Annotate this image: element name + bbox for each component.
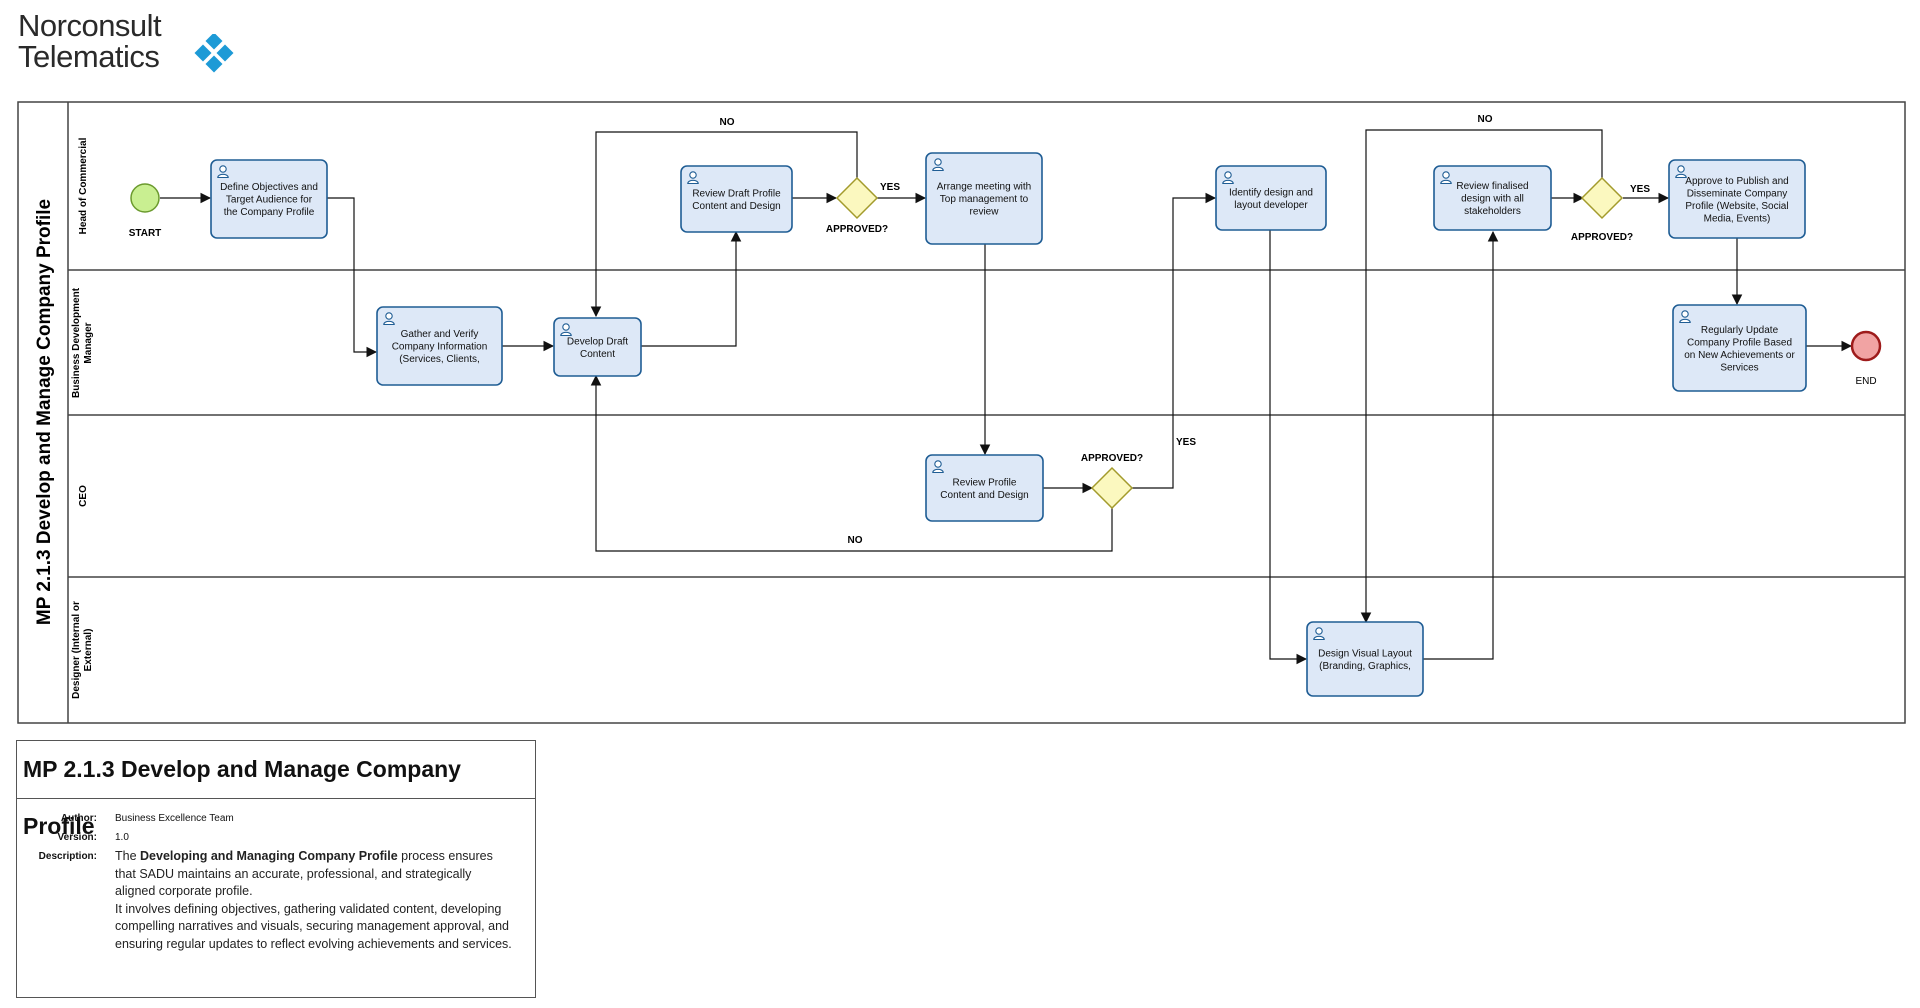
- info-title: MP 2.1.3 Develop and Manage Company Prof…: [17, 741, 535, 839]
- task-label-line: Content: [580, 349, 615, 360]
- logo-diamond-icon: [194, 34, 234, 73]
- task-label-line: Disseminate Company: [1687, 188, 1788, 199]
- version-value: 1.0: [115, 832, 129, 843]
- task-label-line: Top management to: [940, 194, 1029, 205]
- task-label-line: Develop Draft: [567, 336, 628, 347]
- gateway-label: APPROVED?: [1081, 453, 1143, 464]
- author-value: Business Excellence Team: [115, 813, 234, 824]
- description-text: The Developing and Managing Company Prof…: [115, 849, 512, 951]
- task-label-line: Gather and Verify: [401, 329, 479, 340]
- flow-label-yes: YES: [1176, 437, 1196, 448]
- sequence-flows: [160, 129, 1853, 665]
- company-logo: Norconsult Telematics: [18, 10, 238, 76]
- task-t8: Design Visual Layout (Branding, Graphics,: [1306, 621, 1424, 697]
- flow-label-no: NO: [720, 117, 735, 128]
- flow-label-no: NO: [1478, 114, 1493, 125]
- lane-label-business-development-manager: Business DevelopmentManager: [71, 287, 94, 398]
- gateway-approved-3: APPROVED?: [1571, 176, 1633, 243]
- task-label-line: Target Audience for: [226, 195, 313, 206]
- task-label-line: the Company Profile: [224, 207, 315, 218]
- task-label-line: Arrange meeting with: [937, 182, 1032, 193]
- lane-label-designer: Designer (Internal orExternal): [71, 601, 94, 699]
- task-label-line: design with all: [1461, 194, 1524, 205]
- task-label-line: Approve to Publish and: [1685, 176, 1788, 187]
- gateway-approved-2: APPROVED?: [1081, 453, 1143, 510]
- task-label-line: Design Visual Layout: [1318, 648, 1412, 659]
- task-label-line: Regularly Update: [1701, 325, 1779, 336]
- task-t7: Identify design and layout developer: [1215, 165, 1327, 231]
- task-label-line: Define Objectives and: [220, 182, 318, 193]
- gateway-label: APPROVED?: [826, 224, 888, 235]
- task-label-line: Review finalised: [1456, 181, 1528, 192]
- author-label: Author:: [60, 813, 97, 824]
- logo-line-1: Norconsult: [18, 8, 162, 43]
- task-label-line: stakeholders: [1464, 206, 1521, 217]
- task-label-line: Review Draft Profile: [692, 188, 781, 199]
- task-label-line: Services: [1720, 362, 1758, 373]
- lane-label-ceo: CEO: [78, 485, 89, 507]
- task-label-line: (Branding, Graphics,: [1319, 661, 1411, 672]
- task-label-line: review: [970, 207, 1000, 218]
- task-label-line: (Services, Clients,: [399, 354, 480, 365]
- flow-label-no: NO: [848, 535, 863, 546]
- task-label-line: Profile (Website, Social: [1685, 201, 1788, 212]
- lane-label-head-of-commercial: Head of Commercial: [78, 137, 89, 234]
- pool-title: MP 2.1.3 Develop and Manage Company Prof…: [34, 199, 55, 625]
- flow-label-yes: YES: [1630, 184, 1650, 195]
- flow-label-yes: YES: [880, 182, 900, 193]
- task-t9: Review finalised design with allstakehold…: [1433, 165, 1552, 231]
- task-label-line: layout developer: [1234, 200, 1308, 211]
- start-label: START: [129, 228, 162, 239]
- task-label-line: Content and Design: [940, 490, 1028, 501]
- logo-line-2: Telematics: [18, 39, 160, 74]
- task-label-line: Content and Design: [692, 201, 780, 212]
- end-event: [1850, 330, 1882, 362]
- version-label: Version:: [57, 832, 97, 843]
- process-info-panel: MP 2.1.3 Develop and Manage Company Prof…: [16, 740, 536, 998]
- task-label-line: on New Achievements or: [1684, 350, 1795, 361]
- task-label-line: Company Profile Based: [1687, 337, 1792, 348]
- gateway-label: APPROVED?: [1571, 232, 1633, 243]
- task-label-line: Review Profile: [953, 477, 1017, 488]
- start-event: [130, 183, 160, 213]
- description-label: Description:: [38, 851, 97, 862]
- task-label-line: Identify design and: [1229, 187, 1313, 198]
- gateway-approved-1: APPROVED?: [826, 176, 888, 235]
- end-label: END: [1855, 376, 1876, 387]
- pool-frame: [17, 101, 1906, 724]
- task-label-line: Company Information: [392, 342, 488, 353]
- task-label-line: Media, Events): [1704, 213, 1771, 224]
